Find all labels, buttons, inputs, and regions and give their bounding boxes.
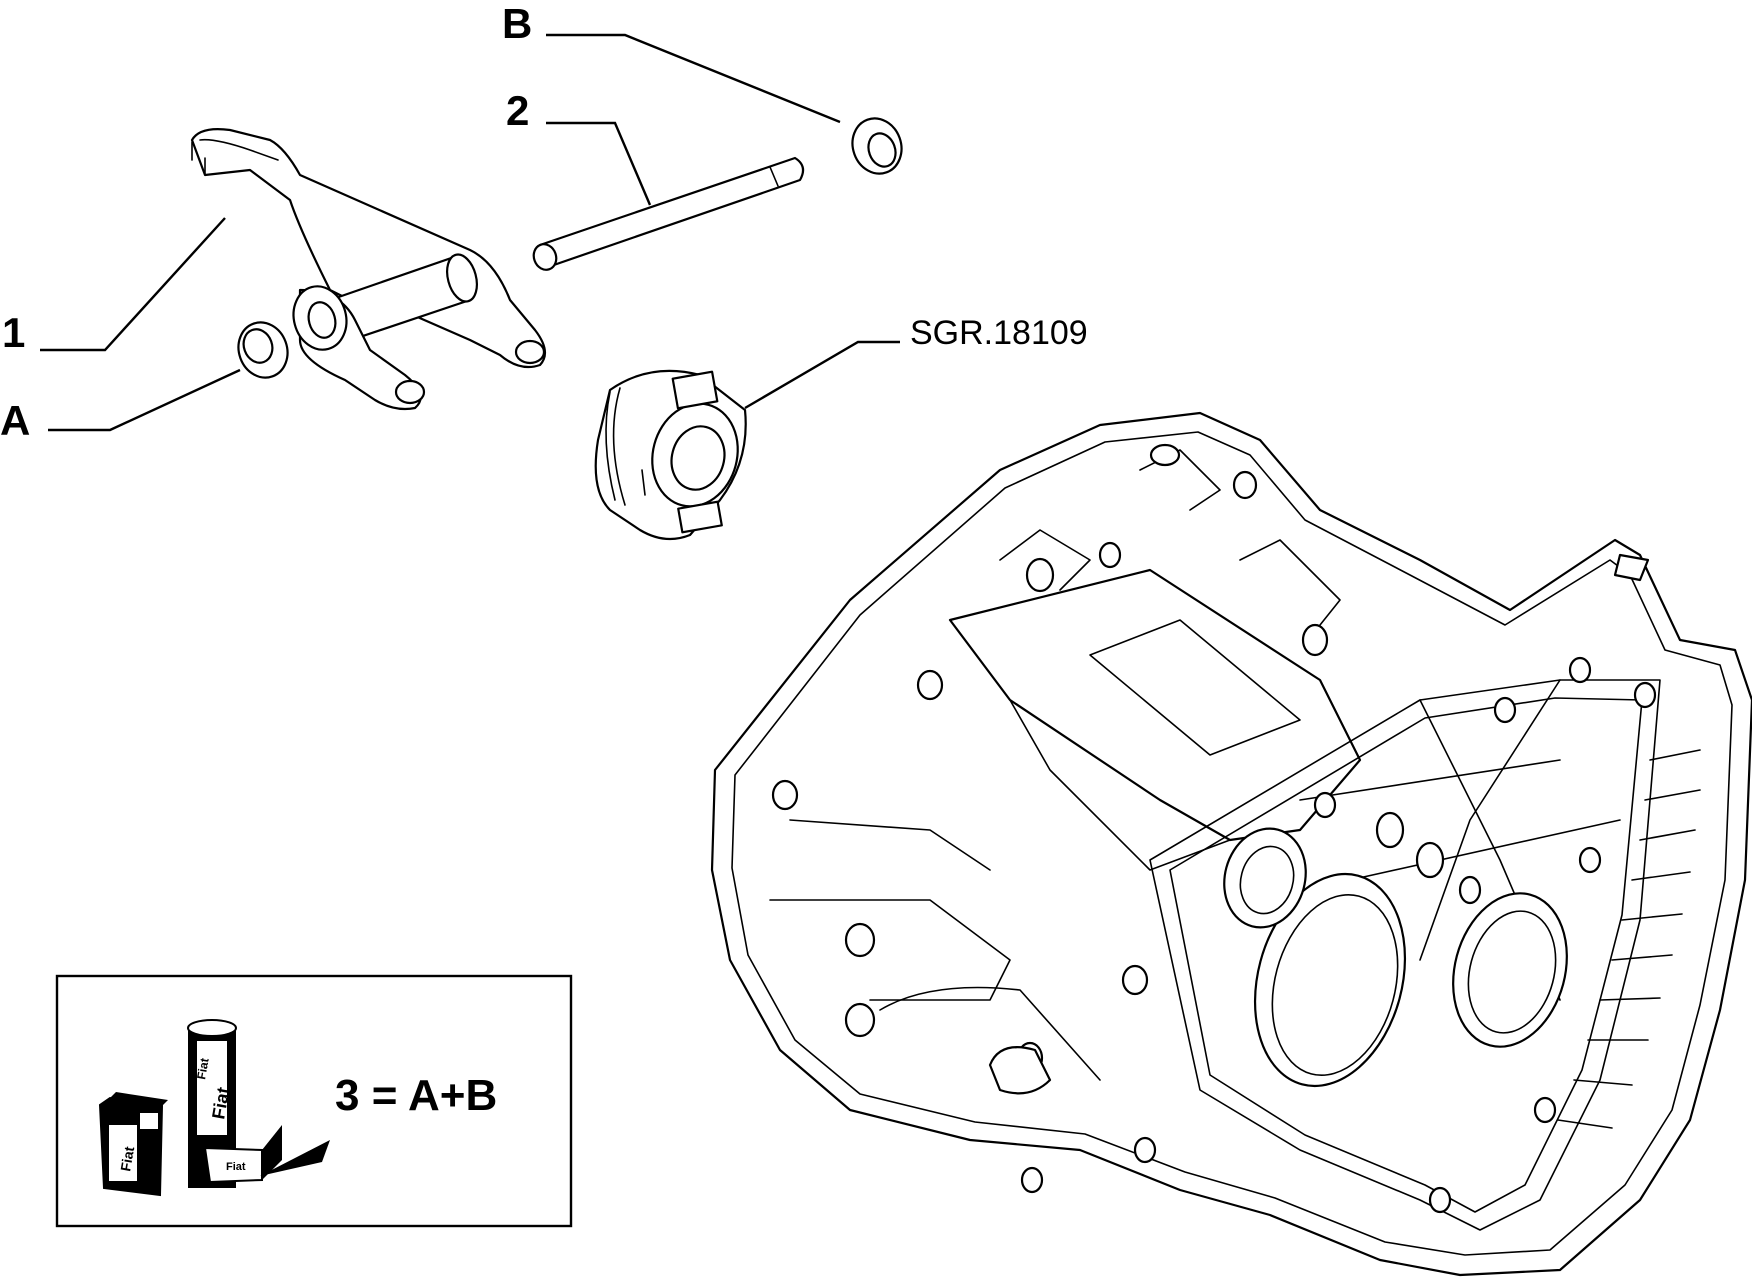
shaft-2 bbox=[532, 156, 805, 271]
legend-box: Fiat Fiat Fiat Fiat 3 = A+B bbox=[55, 974, 573, 1228]
leader-line-b bbox=[546, 33, 841, 124]
grease-product-icon: Fiat Fiat Fiat Fiat bbox=[98, 1019, 330, 1197]
leader-line-1 bbox=[40, 217, 226, 352]
callout-label-b: B bbox=[502, 0, 532, 47]
bush-a bbox=[237, 321, 289, 379]
release-bearing bbox=[594, 369, 747, 541]
leader-line-sgr bbox=[744, 340, 900, 410]
product-mark-4: Fiat bbox=[226, 1161, 246, 1173]
callout-label-2: 2 bbox=[506, 87, 529, 134]
callout-label-a: A bbox=[0, 397, 30, 444]
leader-line-2 bbox=[546, 121, 652, 206]
clutch-housing bbox=[710, 411, 1752, 1277]
callout-label-1: 1 bbox=[2, 309, 25, 356]
leader-line-a bbox=[48, 368, 241, 432]
product-mark-3: Fiat bbox=[194, 1057, 211, 1080]
release-fork-1 bbox=[190, 128, 547, 411]
bush-b bbox=[851, 117, 903, 175]
product-mark-1: Fiat bbox=[117, 1145, 137, 1173]
legend-formula: 3 = A+B bbox=[335, 1071, 497, 1120]
assembly-code-label: SGR.18109 bbox=[910, 314, 1088, 352]
